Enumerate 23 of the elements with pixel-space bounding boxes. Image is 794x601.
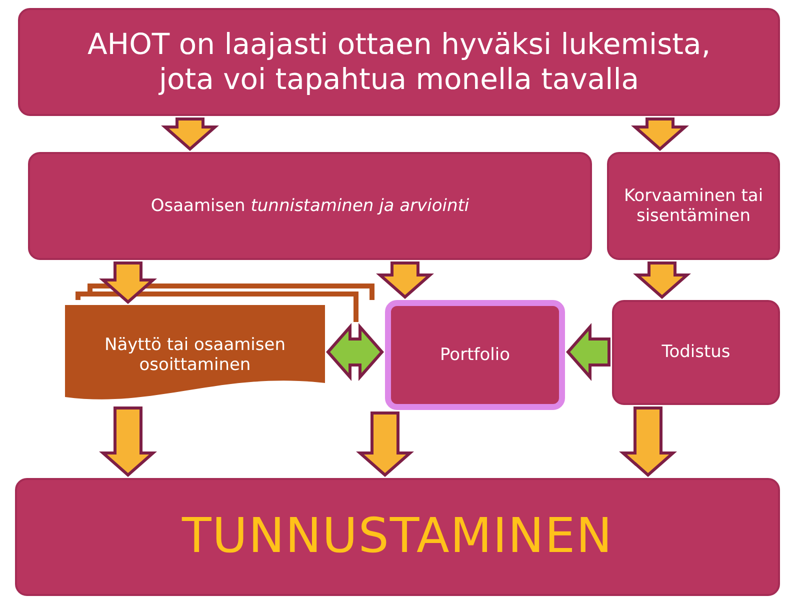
heading-box	[18, 8, 780, 116]
block-arrow	[566, 323, 610, 381]
box-label: Portfolio	[439, 344, 511, 366]
block-arrow	[356, 412, 414, 477]
block-arrow	[376, 262, 434, 299]
block-arrow	[619, 406, 677, 477]
process-box	[607, 152, 780, 260]
process-box	[385, 300, 565, 410]
result-box	[15, 478, 780, 596]
heading-text: AHOT on laajasti ottaen hyväksi lukemista, jota voi tapahtua monella tavalla	[86, 27, 712, 97]
block-arrow	[99, 262, 157, 304]
box-label: Todistus	[660, 342, 732, 363]
block-arrow	[633, 262, 691, 299]
box-label: Korvaaminen tai sisentäminen	[622, 186, 764, 226]
box-label: Osaamisen tunnistaminen ja arviointi	[150, 196, 470, 216]
box-label: Näyttö tai osaamisen osoittaminen	[103, 334, 286, 376]
block-arrow	[161, 118, 219, 151]
block-arrow	[631, 118, 689, 151]
process-box	[28, 152, 592, 260]
block-arrow	[326, 323, 384, 381]
process-box	[612, 300, 780, 405]
result-title: TUNNUSTAMINEN	[180, 508, 614, 566]
block-arrow	[99, 406, 157, 477]
